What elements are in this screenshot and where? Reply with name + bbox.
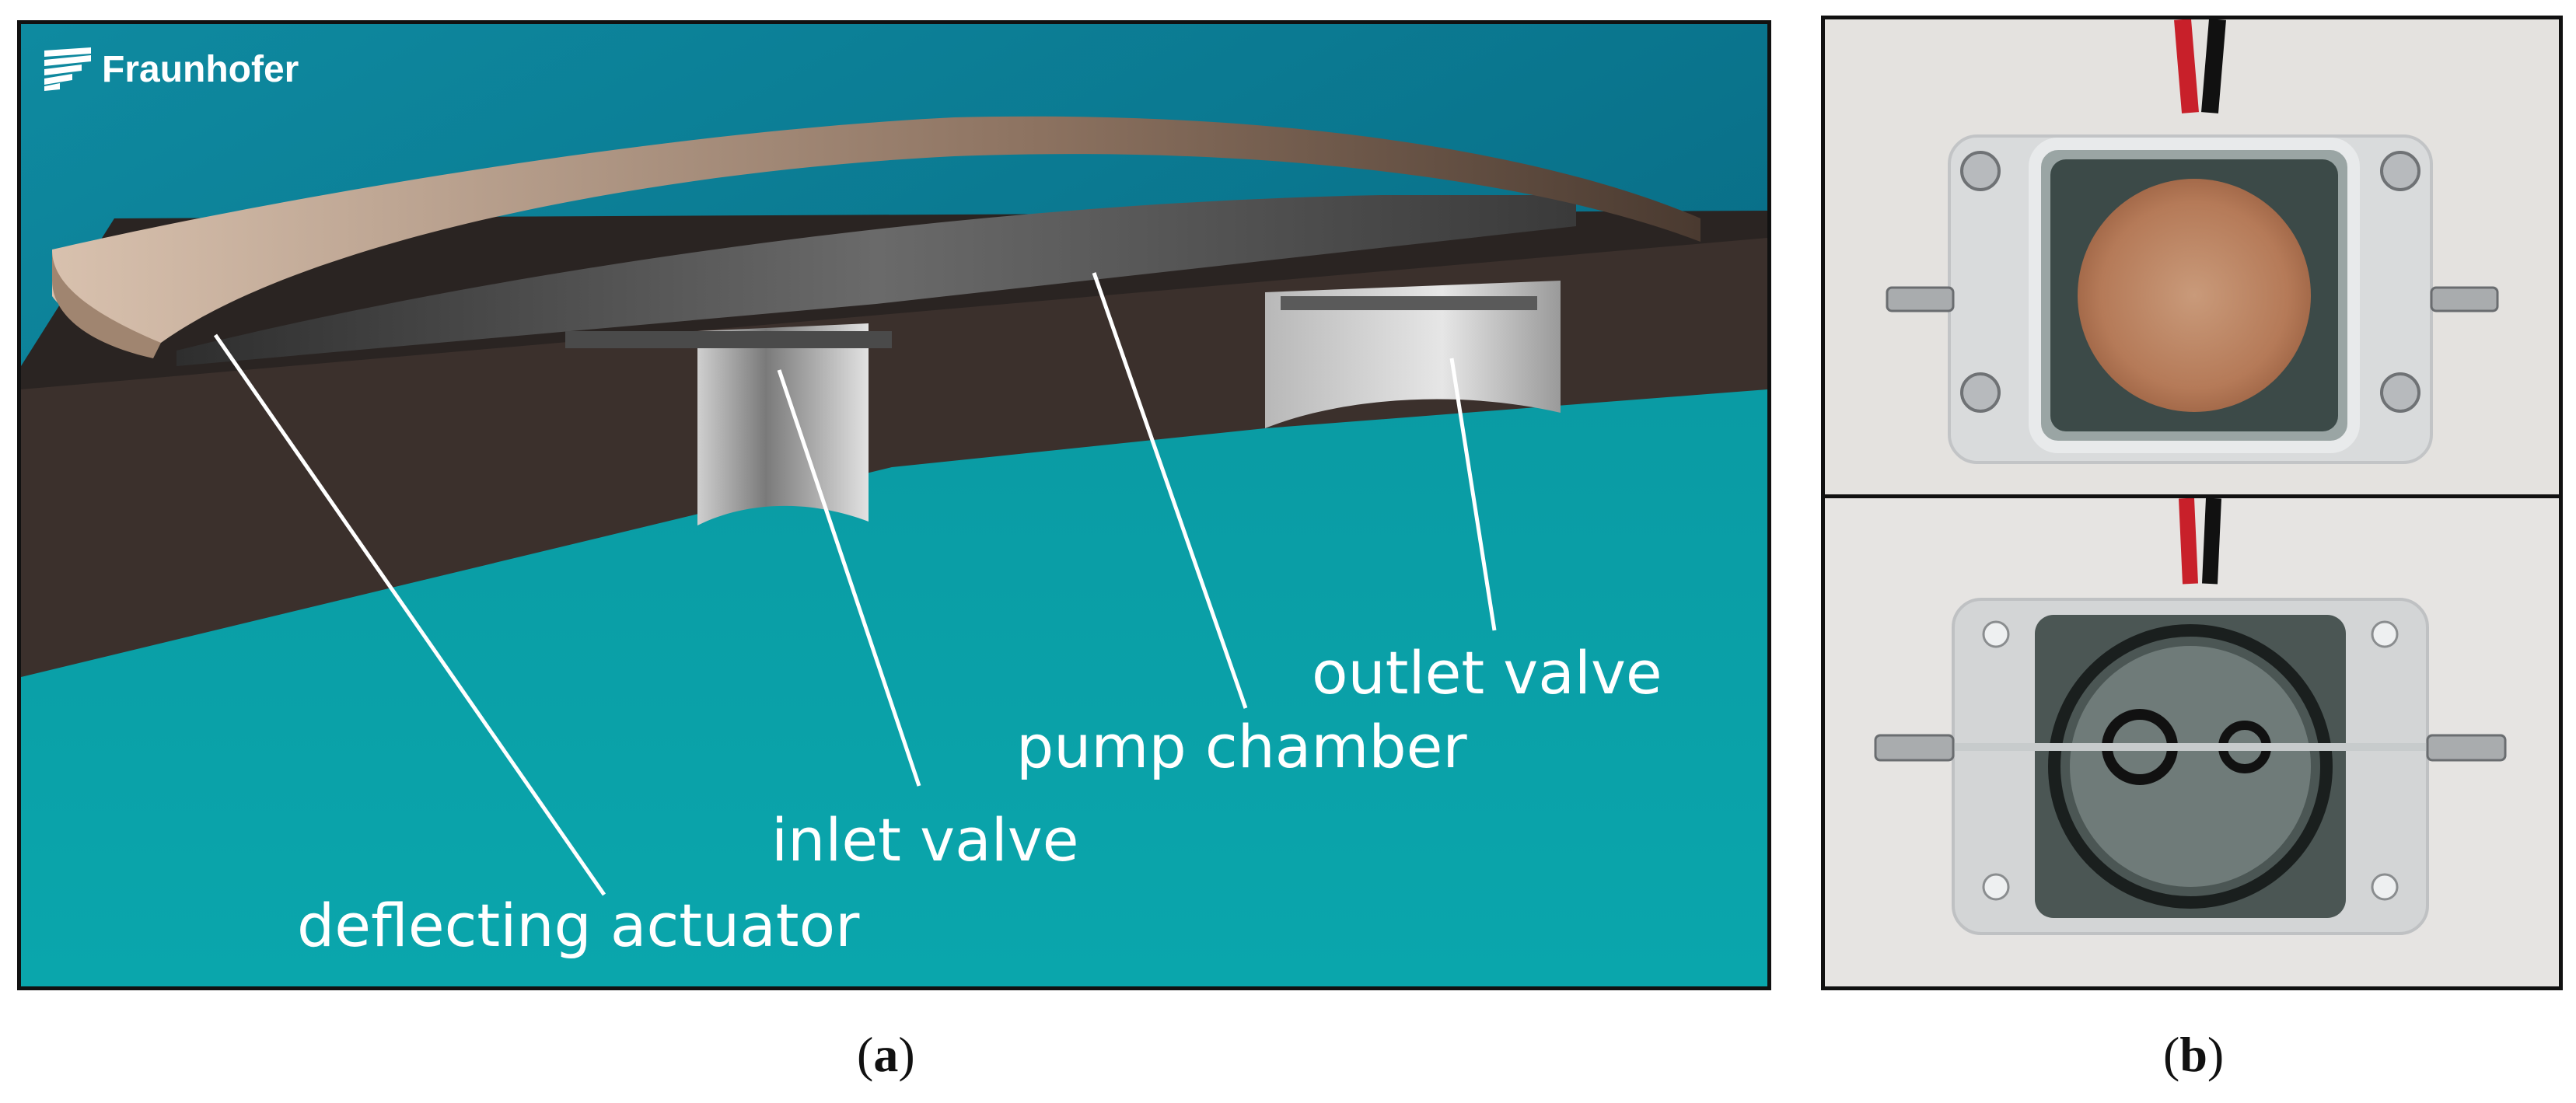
panel-b-top-photo [1821,16,2563,502]
label-pump-chamber: pump chamber [1016,712,1467,781]
cross-section-illustration [21,24,1767,986]
caption-a-letter: a [873,1027,899,1082]
fraunhofer-logo: Fraunhofer [44,47,299,91]
caption-b-letter: b [2179,1027,2207,1082]
micropump-bottom-view-icon [1825,498,2559,986]
caption-a: (a) [857,1027,915,1082]
label-inlet-valve: inlet valve [771,805,1079,874]
panel-b-bottom-photo [1821,494,2563,990]
micropump-top-view-icon [1825,19,2559,498]
panel-a-render: Fraunhofer deflecting actuator inlet val… [17,20,1771,990]
fraunhofer-logo-icon [44,47,91,91]
label-outlet-valve: outlet valve [1312,638,1662,707]
caption-b: (b) [2163,1027,2225,1082]
fraunhofer-logo-text: Fraunhofer [102,48,299,90]
label-deflecting-actuator: deflecting actuator [297,891,860,960]
